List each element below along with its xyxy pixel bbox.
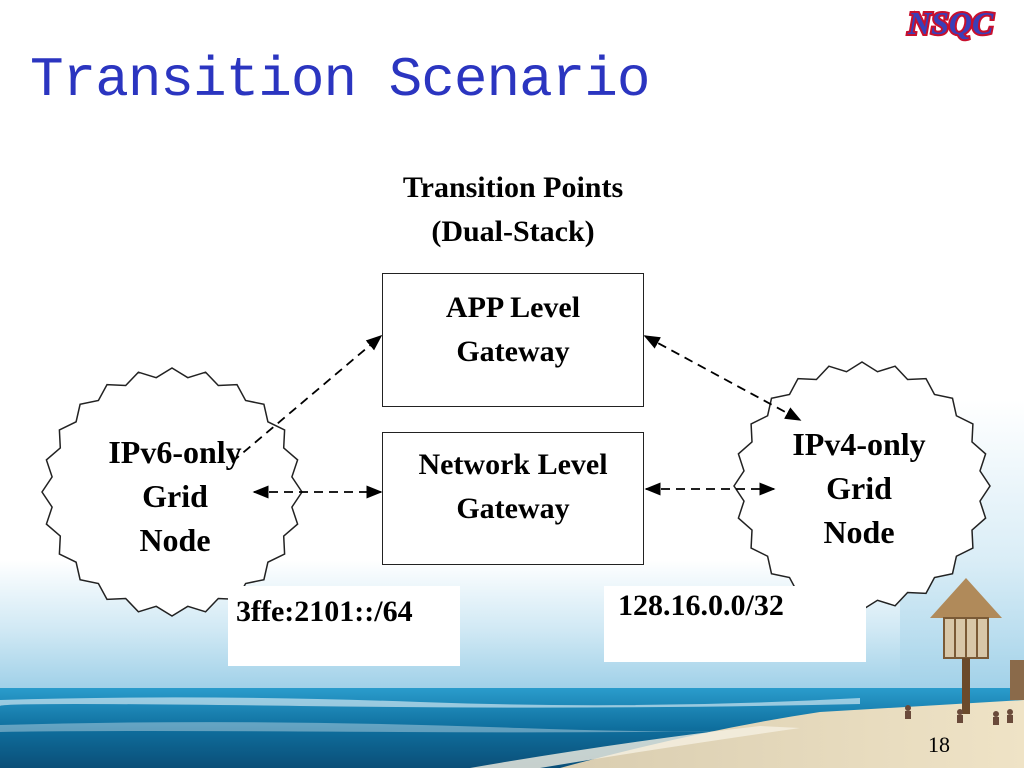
ipv6-node-label: IPv6-only Grid Node bbox=[70, 430, 280, 562]
transition-points-line2: (Dual-Stack) bbox=[431, 215, 595, 248]
network-gateway-line2: Gateway bbox=[456, 492, 570, 525]
transition-points-line1: Transition Points bbox=[402, 171, 624, 204]
app-level-gateway-box: APP Level Gateway bbox=[382, 273, 644, 407]
ipv4-node-label: IPv4-only Grid Node bbox=[748, 422, 970, 554]
ipv4-node-line1: IPv4-only bbox=[792, 426, 926, 462]
nsqc-logo: NSQC NSQC bbox=[905, 3, 996, 42]
ipv4-address-label: 128.16.0.0/32 bbox=[604, 586, 866, 662]
arrow-ipv6-to-app-gateway bbox=[231, 334, 383, 463]
network-gateway-line1: Network Level bbox=[418, 448, 608, 481]
network-level-gateway-box: Network Level Gateway bbox=[382, 432, 644, 565]
ipv6-address-label: 3ffe:2101::/64 bbox=[228, 586, 460, 666]
page-number: 18 bbox=[928, 732, 950, 757]
ipv4-node-line2: Grid bbox=[826, 470, 892, 506]
ipv6-node-shape bbox=[41, 367, 303, 617]
ipv6-node-line1: IPv6-only bbox=[108, 434, 242, 470]
app-gateway-line2: Gateway bbox=[456, 335, 570, 368]
svg-text:NSQC: NSQC bbox=[907, 5, 994, 41]
slide-title: Transition Scenario bbox=[30, 48, 651, 112]
gazebo-illustration bbox=[930, 578, 1002, 714]
ipv6-node-line2: Grid bbox=[142, 478, 208, 514]
ipv6-node-line3: Node bbox=[139, 522, 211, 558]
app-gateway-line1: APP Level bbox=[445, 291, 581, 324]
transition-points-label: Transition Points (Dual-Stack) bbox=[310, 166, 716, 254]
svg-text:NSQC: NSQC bbox=[907, 5, 994, 41]
ipv4-node-line3: Node bbox=[823, 514, 895, 550]
